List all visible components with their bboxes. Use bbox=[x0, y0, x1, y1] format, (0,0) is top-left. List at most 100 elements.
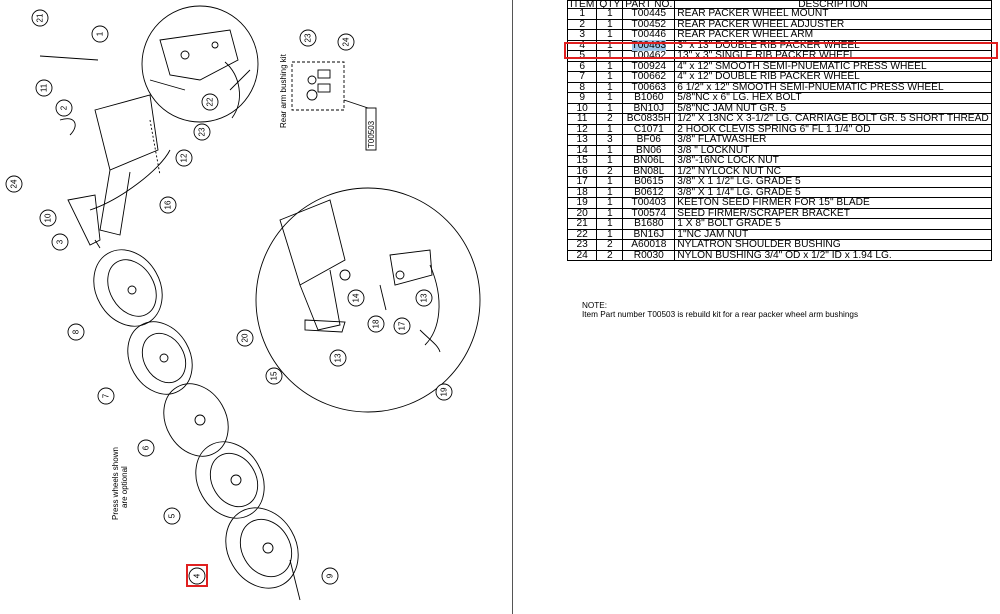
callout-circle bbox=[137, 439, 155, 457]
wheel-5 bbox=[195, 441, 265, 519]
cell-part-no: BN10J bbox=[622, 102, 676, 114]
cell-description: 13" x 3" SINGLE RIB PACKER WHEEL bbox=[674, 50, 992, 62]
cell-part-no: BN06 bbox=[622, 144, 676, 156]
callout-number: 23 bbox=[304, 33, 313, 42]
callout-circle bbox=[188, 567, 206, 585]
cell-part-no: BN06L bbox=[622, 155, 676, 167]
cell-qty: 2 bbox=[596, 165, 624, 177]
cell-item: 16 bbox=[566, 165, 598, 177]
cell-item: 18 bbox=[566, 186, 598, 198]
cell-item: 14 bbox=[566, 144, 598, 156]
cell-item: 1 bbox=[566, 8, 598, 20]
callout-circle bbox=[163, 507, 181, 525]
cell-part-no: B0615 bbox=[622, 176, 676, 188]
cell-qty: 3 bbox=[596, 134, 624, 146]
cell-item: 2 bbox=[566, 18, 598, 30]
cell-item: 19 bbox=[566, 197, 598, 209]
cell-item: 17 bbox=[566, 176, 598, 188]
cell-description: REAR PACKER WHEEL ARM bbox=[674, 29, 992, 41]
cell-description: KEETON SEED FIRMER FOR 15" BLADE bbox=[674, 197, 992, 209]
callout-number: 9 bbox=[326, 573, 335, 578]
cell-description: 4" x 12" SMOOTH SEMI-PNUEMATIC PRESS WHE… bbox=[674, 60, 992, 72]
cell-item: 3 bbox=[566, 29, 598, 41]
callout-circle bbox=[435, 383, 453, 401]
wheel-7 bbox=[127, 321, 193, 395]
cell-description: 1/2" X 13NC X 3-1/2" LG. CARRIAGE BOLT G… bbox=[674, 113, 992, 125]
callout-circle bbox=[175, 149, 193, 167]
cell-description: 6 1/2" x 12" SMOOTH SEMI-PNUEMATIC PRESS… bbox=[674, 81, 992, 93]
wheel-4 bbox=[225, 507, 299, 589]
cell-item: 13 bbox=[566, 134, 598, 146]
callout-number: 24 bbox=[10, 179, 19, 188]
cell-item: 4 bbox=[566, 39, 598, 51]
cell-qty: 1 bbox=[596, 8, 624, 20]
cell-part-no: T00462 bbox=[622, 50, 676, 62]
cell-description: 3/8"-16NC LOCK NUT bbox=[674, 155, 992, 167]
cell-part-no: B1680 bbox=[622, 218, 676, 230]
mount-assembly bbox=[39, 55, 171, 249]
cell-part-no: C1071 bbox=[622, 123, 676, 135]
optional-note-line1: Press wheels shown bbox=[111, 447, 120, 520]
callout-number: 15 bbox=[270, 371, 279, 380]
cell-qty: 1 bbox=[596, 92, 624, 104]
cell-qty: 1 bbox=[596, 228, 624, 240]
cell-qty: 1 bbox=[596, 144, 624, 156]
cell-description: 3/8" X 1 1/2" LG. GRADE 5 bbox=[674, 176, 992, 188]
cell-part-no: T00403 bbox=[622, 197, 676, 209]
callout-circle bbox=[201, 93, 219, 111]
cell-description: REAR PACKER WHEEL MOUNT bbox=[674, 8, 992, 20]
callout-number: 16 bbox=[164, 200, 173, 209]
cell-description: REAR PACKER WHEEL ADJUSTER bbox=[674, 18, 992, 30]
note-title: NOTE: bbox=[582, 301, 608, 310]
cell-qty: 1 bbox=[596, 50, 624, 62]
cell-qty: 1 bbox=[596, 218, 624, 230]
cell-description: 3/8" FLATWASHER bbox=[674, 134, 992, 146]
bushing-kit-box bbox=[291, 61, 377, 151]
callout-circle bbox=[393, 317, 411, 335]
callout-circle bbox=[236, 329, 254, 347]
kit-part-label: T00503 bbox=[367, 120, 376, 148]
cell-qty: 2 bbox=[596, 113, 624, 125]
cell-part-no: T00574 bbox=[622, 207, 676, 219]
callout-number: 21 bbox=[36, 13, 45, 22]
callout-circle bbox=[337, 33, 355, 51]
cell-qty: 1 bbox=[596, 60, 624, 72]
callout-circle bbox=[5, 175, 23, 193]
cell-item: 23 bbox=[566, 239, 598, 251]
cell-part-no: A60018 bbox=[622, 239, 676, 251]
callout-circle bbox=[193, 123, 211, 141]
callout-number: 23 bbox=[198, 127, 207, 136]
cell-part-no: T00446 bbox=[622, 29, 676, 41]
cell-qty: 1 bbox=[596, 197, 624, 209]
cell-part-no: BN08L bbox=[622, 165, 676, 177]
cell-qty: 1 bbox=[596, 18, 624, 30]
cell-description: SEED FIRMER/SCRAPER BRACKET bbox=[674, 207, 992, 219]
cell-item: 10 bbox=[566, 102, 598, 114]
callout-number: 6 bbox=[142, 445, 151, 450]
cell-item: 24 bbox=[566, 249, 598, 261]
cell-part-no: T00452 bbox=[622, 18, 676, 30]
panel-divider bbox=[512, 0, 513, 614]
hex-bolt-9 bbox=[289, 559, 301, 601]
cell-description: 1/2" NYLOCK NUT NC bbox=[674, 165, 992, 177]
cell-item: 6 bbox=[566, 60, 598, 72]
cell-description: NYLON BUSHING 3/4" OD x 1/2" ID x 1.94 L… bbox=[674, 249, 992, 261]
cell-qty: 2 bbox=[596, 239, 624, 251]
cell-description: 1"NC JAM NUT bbox=[674, 228, 992, 240]
callout-circle bbox=[39, 209, 57, 227]
callout-number: 11 bbox=[40, 83, 49, 92]
